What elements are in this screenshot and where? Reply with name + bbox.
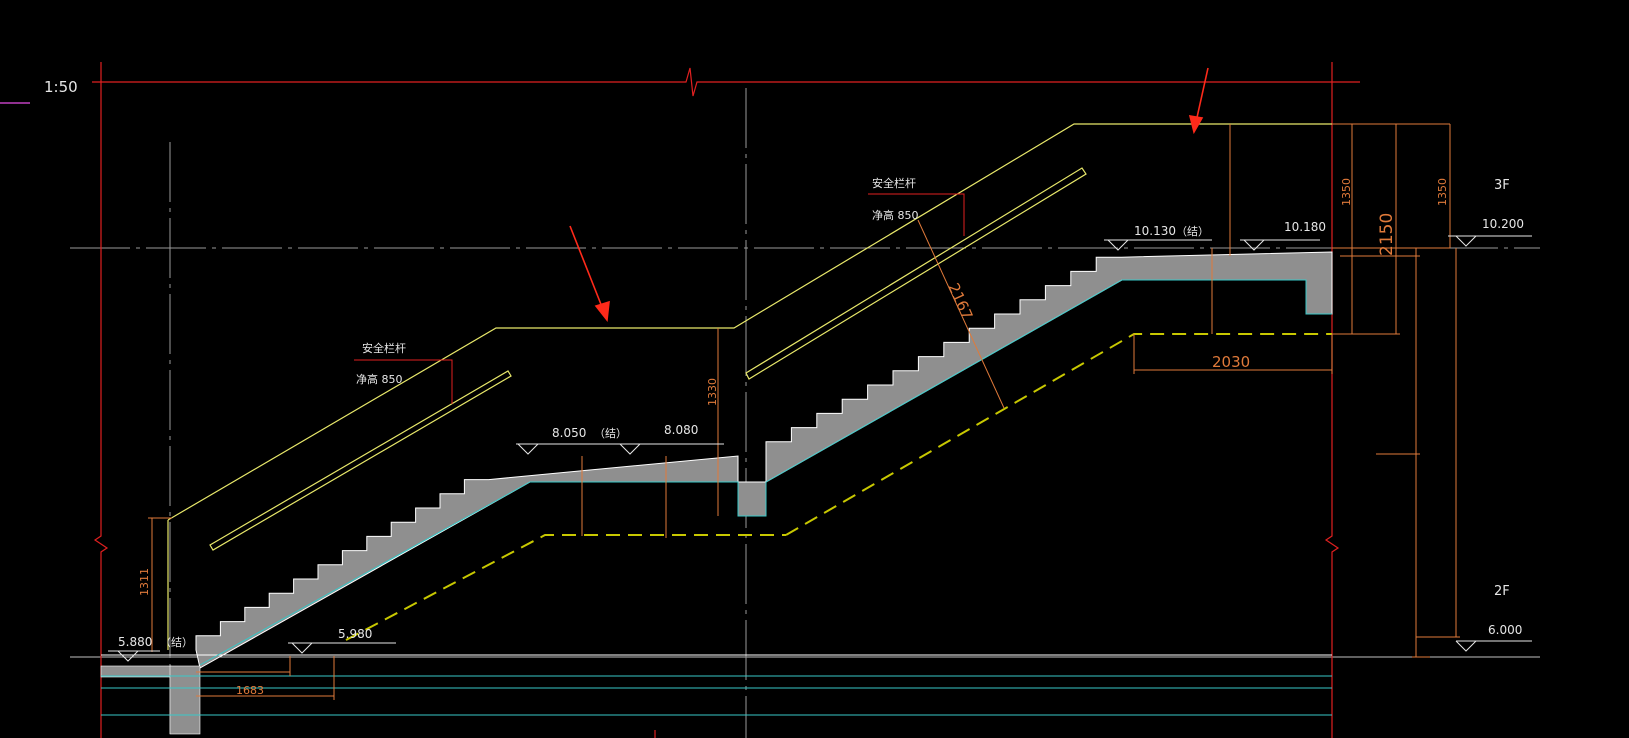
arrow-1-shaft (569, 225, 605, 313)
elev-10200: 10.200 (1482, 217, 1524, 231)
elev-10180: 10.180 (1284, 220, 1326, 234)
dim-1350-a: 1350 (1340, 178, 1353, 206)
railing-leaders (354, 193, 965, 404)
railing-leader-1 (354, 359, 453, 404)
elev-5980: 5.980 (338, 627, 372, 641)
elev-10130: 10.130 (1134, 224, 1176, 238)
top-break-line (92, 67, 1360, 97)
elev-10130-note: （结） (1176, 225, 1209, 238)
dim-2030: 2030 (1212, 353, 1250, 371)
outer-handrail (167, 123, 1332, 521)
arrow-2-shaft (1195, 67, 1209, 123)
ground-beam (169, 665, 201, 735)
elev-5880-note: （结） (160, 636, 193, 649)
railing-height-1: 净高 850 (356, 372, 403, 386)
upper-flight-concrete (765, 251, 1333, 483)
left-break-line (93, 62, 109, 738)
floor-label-2f: 2F (1494, 584, 1510, 599)
railing-label-2: 安全栏杆 (872, 176, 916, 190)
elev-marker-10130 (1104, 239, 1212, 251)
elev-marker-6000 (1455, 640, 1532, 652)
elev-8080: 8.080 (664, 423, 698, 437)
elevation-markers (108, 235, 1532, 662)
inner-handrail-upper (745, 167, 1087, 380)
red-frame (92, 62, 1360, 738)
elev-marker-8050 (516, 443, 626, 455)
upper-soffit-cyan (765, 279, 1332, 483)
railing-label-1: 安全栏杆 (362, 341, 406, 355)
handrails (167, 123, 1332, 650)
grid-lines (0, 88, 1540, 738)
labels: 1:50 3F 2F 5.880 （结） 5.980 8.050 （结） 8.0… (44, 78, 1524, 697)
arrow-2-head (1188, 115, 1204, 135)
lower-dashed-line (345, 534, 786, 641)
arrow-1-head (594, 300, 610, 323)
railing-height-2: 净高 850 (872, 208, 919, 222)
lower-soffit-cyan (199, 481, 767, 666)
floor-label-3f: 3F (1494, 178, 1510, 193)
red-arrows (569, 67, 1209, 323)
elev-marker-8080 (614, 443, 724, 455)
elev-8050-note: （结） (594, 427, 627, 440)
railing-leader-2 (868, 193, 965, 236)
elev-marker-5880 (108, 650, 160, 662)
elev-8050: 8.050 (552, 426, 586, 440)
dimension-lines (148, 123, 1460, 700)
ground-slab (100, 665, 172, 678)
dim-1683: 1683 (236, 684, 264, 697)
elev-6000: 6.000 (1488, 623, 1522, 637)
scale-label: 1:50 (44, 78, 78, 96)
elev-marker-10180 (1240, 239, 1320, 251)
stair-concrete (100, 251, 1333, 735)
right-break-line (1324, 62, 1340, 738)
elev-marker-5980 (288, 642, 396, 654)
dim-2150: 2150 (1377, 213, 1397, 256)
dim-1350-b: 1350 (1436, 178, 1449, 206)
elev-5880: 5.880 (118, 635, 152, 649)
inner-handrail-lower (209, 370, 512, 551)
elev-marker-10200 (1448, 235, 1532, 247)
dim-1311: 1311 (138, 568, 151, 596)
dim-2167-line (917, 219, 1005, 409)
dim-1330: 1330 (706, 378, 719, 406)
